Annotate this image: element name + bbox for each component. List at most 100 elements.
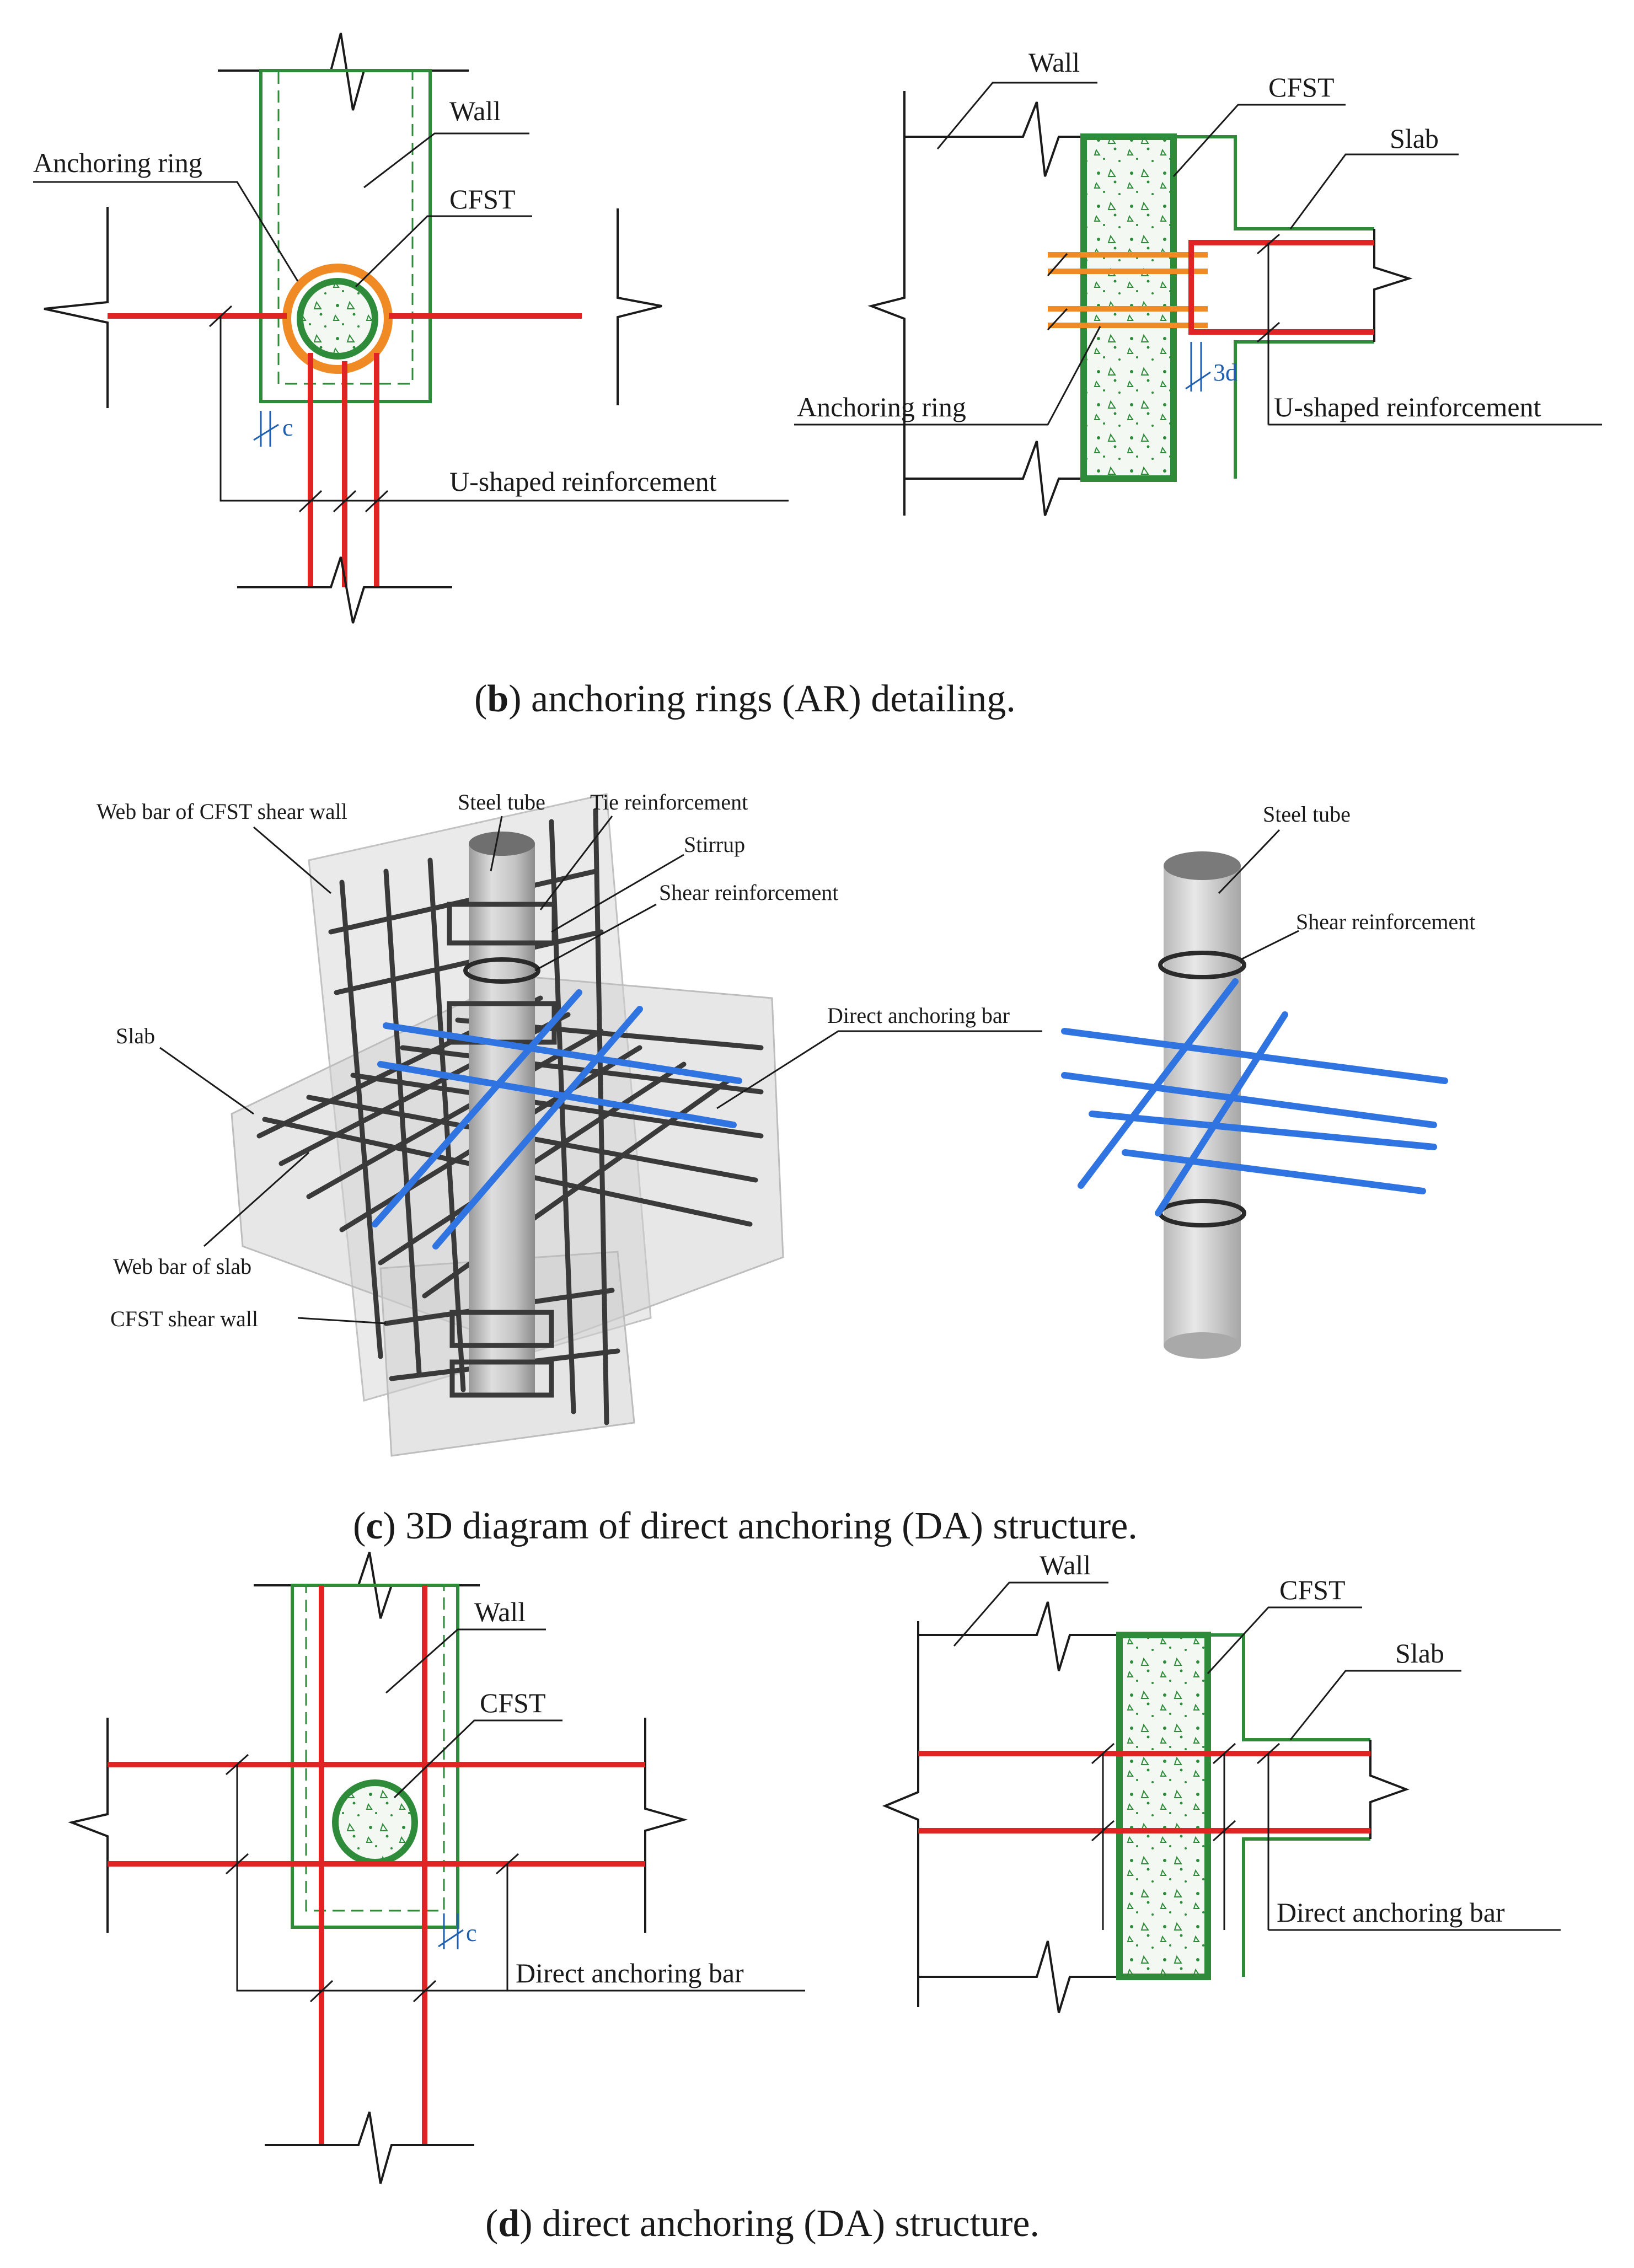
d-slab-break-left bbox=[68, 1718, 109, 1933]
d-section-dim-right bbox=[1223, 1754, 1269, 1930]
steel-tube-right-top bbox=[1164, 851, 1241, 880]
panel-c-left-3d-model: Web bar of CFST shear wall Steel tube Ti… bbox=[97, 790, 1042, 1457]
label-cfst: CFST bbox=[449, 184, 516, 215]
da-bar bbox=[383, 1022, 742, 1084]
d-wall-reinforcement-dashed bbox=[305, 1584, 445, 1912]
da-bar-right bbox=[1089, 1111, 1437, 1150]
u-shaped-reinforcement-section bbox=[1188, 240, 1374, 335]
d-section-top-line bbox=[918, 1601, 1119, 1671]
label-web-bar-wall: Web bar of CFST shear wall bbox=[97, 799, 347, 824]
caption-b: (b) anchoring rings (AR) detailing. bbox=[474, 678, 1016, 720]
shear-ring-3d bbox=[463, 957, 540, 984]
d-dim-line bbox=[236, 1765, 508, 1992]
da-bar-right bbox=[1078, 978, 1239, 1189]
leader-slab-3d bbox=[159, 1047, 254, 1115]
caption-c-letter: c bbox=[366, 1505, 383, 1547]
d-section-left-break bbox=[882, 1621, 919, 2007]
section-3d-label: 3d bbox=[1213, 359, 1237, 386]
anchoring-ring-section-lower bbox=[1048, 306, 1208, 328]
caption-c-text: ) 3D diagram of direct anchoring (DA) st… bbox=[383, 1505, 1137, 1547]
leader-web-bar-wall bbox=[253, 826, 331, 894]
dim-tick-1 bbox=[208, 305, 233, 328]
section-wall-top-line bbox=[904, 101, 1084, 177]
anchoring-ring-section-upper bbox=[1048, 252, 1208, 274]
slab-bar bbox=[306, 1028, 604, 1199]
section-wall-left-break bbox=[867, 91, 906, 516]
cover-dim-label: c bbox=[282, 414, 293, 441]
d-cover-dim-label: c bbox=[466, 1920, 477, 1947]
d-section-wall-face bbox=[1208, 1633, 1370, 1977]
slab-break-right bbox=[617, 208, 662, 405]
d-tick-3 bbox=[495, 1853, 519, 1875]
wall-bar bbox=[328, 868, 598, 935]
cfst-section bbox=[297, 278, 378, 360]
steel-tube-3d bbox=[469, 844, 535, 1395]
da-bar bbox=[372, 989, 582, 1227]
label-web-bar-slab: Web bar of slab bbox=[113, 1254, 251, 1279]
d-section-cfst bbox=[1116, 1632, 1211, 1980]
da-bar-right bbox=[1061, 1072, 1437, 1128]
section-tick-1 bbox=[1257, 233, 1280, 255]
dim-tick-2 bbox=[298, 490, 323, 513]
d-wall-break-bottom bbox=[265, 2111, 474, 2184]
d-leader-section-cfst bbox=[1207, 1606, 1362, 1675]
dim-tick-3 bbox=[333, 490, 357, 513]
label-shear-reinforcement-right: Shear reinforcement bbox=[1296, 909, 1475, 934]
dim-tick-4 bbox=[365, 490, 389, 513]
caption-d-letter: d bbox=[498, 2202, 519, 2245]
caption-b-text: ) anchoring rings (AR) detailing. bbox=[508, 678, 1016, 720]
label-steel-tube-left: Steel tube bbox=[458, 790, 545, 814]
d-section-tick-2 bbox=[1091, 1820, 1115, 1842]
d-tick-4 bbox=[309, 1980, 334, 2003]
section-tick-2 bbox=[1257, 321, 1280, 343]
d-cover-dim bbox=[438, 1913, 464, 1949]
label-tie-reinforcement: Tie reinforcement bbox=[590, 790, 748, 814]
slab-bar bbox=[400, 1045, 764, 1095]
stirrups bbox=[447, 902, 557, 1398]
section-tick-3 bbox=[1047, 253, 1068, 276]
d-wall-outline bbox=[291, 1584, 459, 1929]
d-label-cfst: CFST bbox=[480, 1687, 546, 1718]
slab-break-right-section bbox=[1373, 229, 1413, 342]
leader-section-slab bbox=[1289, 153, 1459, 229]
label-section-u-shaped: U-shaped reinforcement bbox=[1274, 392, 1541, 422]
d-section-tick-3 bbox=[1212, 1742, 1236, 1765]
section-tick-4 bbox=[1047, 308, 1068, 331]
panel-c: Web bar of CFST shear wall Steel tube Ti… bbox=[97, 790, 1475, 1547]
d-label-section-wall: Wall bbox=[1040, 1549, 1091, 1580]
leader-wall bbox=[363, 132, 529, 189]
stirrup bbox=[449, 1310, 554, 1348]
leader-stirrup bbox=[551, 854, 684, 933]
shear-ring-right-upper bbox=[1158, 951, 1246, 979]
da-bar bbox=[432, 1006, 643, 1250]
leader-shear-reinforcement-left bbox=[534, 903, 657, 972]
d-label-section-cfst: CFST bbox=[1279, 1574, 1346, 1605]
wall-break-line-bottom bbox=[237, 556, 452, 624]
d-label-section-direct-anchoring-bar: Direct anchoring bar bbox=[1277, 1897, 1505, 1928]
leader-web-bar-slab bbox=[203, 1151, 310, 1247]
panel-d-plan-view: c Wall CFST Direct anchoring bar bbox=[68, 1552, 805, 2184]
d-leader-wall bbox=[385, 1628, 546, 1694]
leader-section-wall bbox=[936, 82, 1097, 149]
da-bar bbox=[377, 1061, 737, 1128]
steel-tube-right-bottom bbox=[1164, 1332, 1241, 1359]
d-cfst-section bbox=[332, 1779, 418, 1865]
section-wall-face bbox=[1174, 135, 1374, 479]
leader-section-anchoring-ring bbox=[794, 326, 1101, 426]
caption-d: (d) direct anchoring (DA) structure. bbox=[485, 2202, 1040, 2245]
da-bar-right bbox=[1122, 1149, 1426, 1194]
label-section-wall: Wall bbox=[1028, 47, 1080, 78]
d-label-wall: Wall bbox=[474, 1596, 526, 1627]
d-section-tick-5 bbox=[1256, 1742, 1281, 1765]
d-section-tick-1 bbox=[1091, 1742, 1115, 1765]
stirrup bbox=[447, 902, 557, 946]
wall-bar bbox=[383, 868, 422, 1376]
d-tick-1 bbox=[225, 1754, 249, 1776]
label-steel-tube-right: Steel tube bbox=[1263, 802, 1351, 827]
panel-b: c Wall Anchoring ring CFST U-shaped rein… bbox=[33, 33, 1602, 720]
label-stirrup: Stirrup bbox=[684, 832, 745, 857]
panel-b-plan-view: c Wall Anchoring ring CFST U-shaped rein… bbox=[33, 33, 789, 624]
panel-c-right-3d-model: Steel tube Shear reinforcement bbox=[1061, 802, 1475, 1359]
d-leader-cfst bbox=[393, 1719, 562, 1799]
